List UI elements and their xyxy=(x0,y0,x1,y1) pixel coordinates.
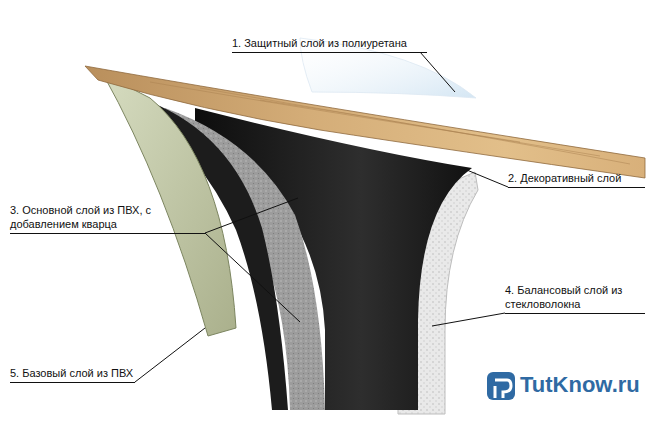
watermark: TutKnow.ru xyxy=(520,372,640,398)
callout-label: 4. Балансовый слой из стекловолокна xyxy=(505,283,645,314)
logo-icon xyxy=(487,372,515,400)
callout-label: 1. Защитный слой из полиуретана xyxy=(232,36,427,53)
callout-label: 5. Базовый слой из ПВХ xyxy=(10,366,135,383)
callout-label: 3. Основной слой из ПВХ, с добавлением к… xyxy=(10,203,205,234)
callout-label: 2. Декоративный слой xyxy=(508,171,645,188)
